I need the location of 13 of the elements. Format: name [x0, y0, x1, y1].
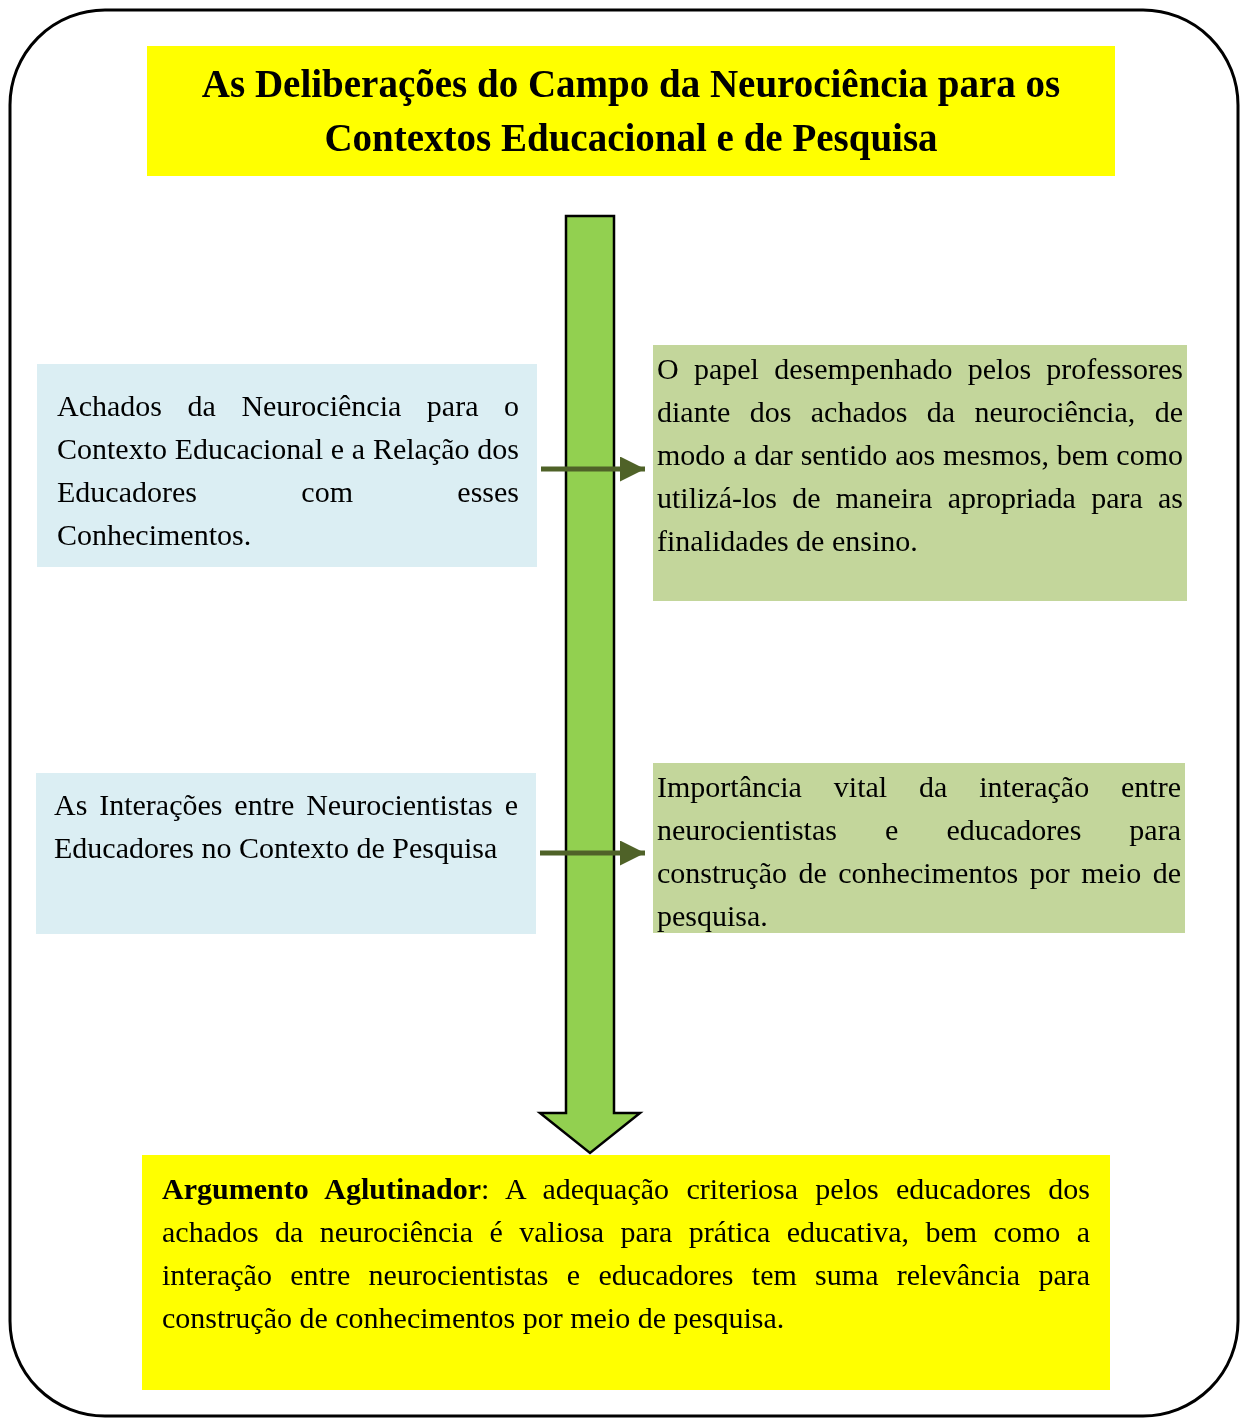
text-box — [653, 345, 1187, 601]
title: As Deliberações do Campo da Neurociência para os Contextos Educacional e de Pesquisa — [200, 61, 1062, 162]
text-box — [37, 364, 537, 567]
arrow — [540, 840, 645, 866]
text-box — [36, 773, 536, 934]
box-text: O papel desempenhado pelos professores diante dos achados da neurociência, de modo a dar sentido aos mesmos, bem como utilizá-los de maneira apropriada para as finalidades de ensino. — [657, 351, 1183, 559]
text-box — [142, 1155, 1110, 1390]
box-text: As Interações entre Neurocientistas e Educadores no Contexto de Pesquisa — [54, 787, 518, 866]
box-text: Achados da Neurociência para o Contexto Educacional e a Relação dos Educadores com esses Conhecimentos. — [57, 388, 519, 553]
arrow — [541, 456, 645, 482]
box-text: Importância vital da interação entre neurocientistas e educadores para construção de conhecimentos por meio de pesquisa. — [657, 769, 1181, 934]
box-text: Argumento Aglutinador: A adequação criteriosa pelos educadores dos achados da neurociência é valiosa para prática educativa, bem como a interação entre neurocientistas e educadores tem suma relevância para construção de conhecimentos por meio de pesquisa. — [162, 1171, 1090, 1336]
block-arrow — [536, 214, 644, 1155]
